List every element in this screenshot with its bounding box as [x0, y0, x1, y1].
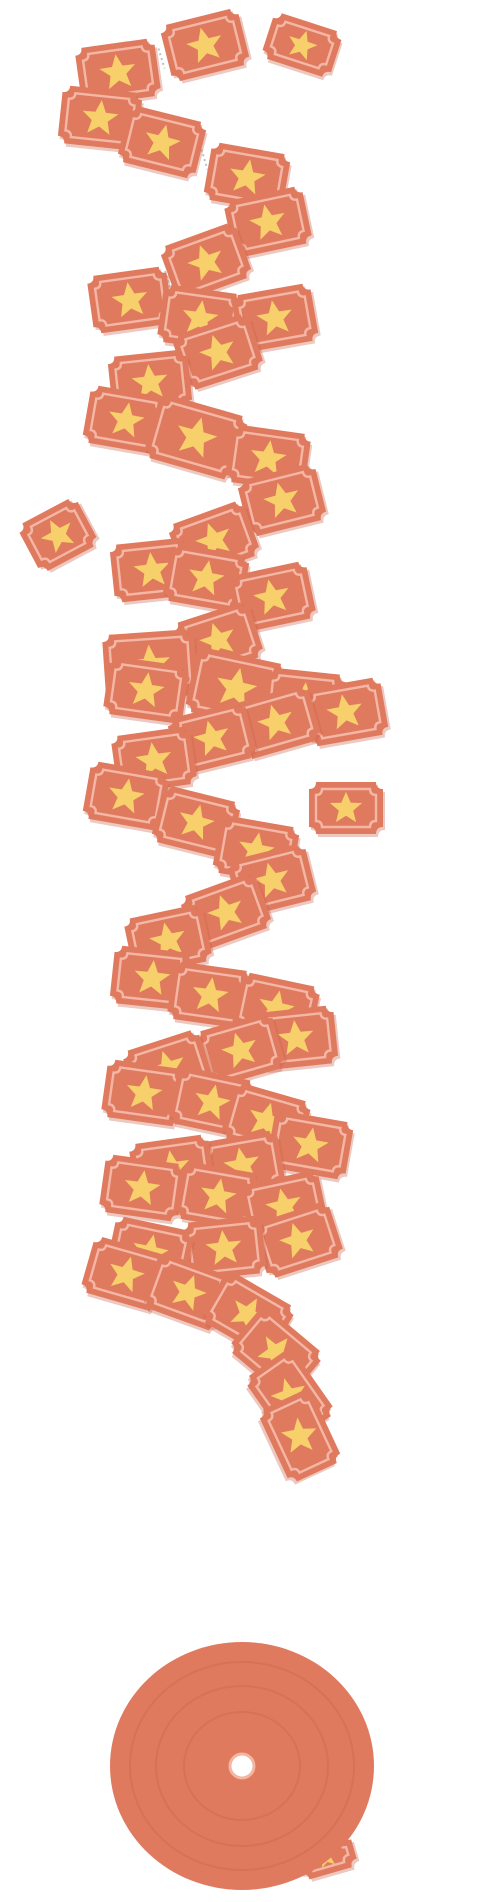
ticket-strip: [57, 8, 391, 1485]
loose-ticket: [19, 498, 100, 573]
ticket: [174, 1161, 263, 1234]
ticket: [237, 463, 329, 539]
ticket: [82, 761, 171, 834]
loose-ticket: [309, 782, 385, 837]
roll-center-hole: [228, 1752, 256, 1780]
ticket: [195, 1013, 288, 1090]
perforation-line: [200, 149, 209, 170]
perforation-line: [164, 270, 172, 292]
ticket: [144, 394, 249, 483]
ticket: [101, 1059, 189, 1130]
perforation-line: [157, 48, 166, 69]
ticket: [181, 1215, 269, 1284]
ticket: [253, 1202, 346, 1281]
ticket: [167, 961, 255, 1032]
ticket: [266, 1110, 355, 1183]
loose-ticket: [262, 13, 343, 81]
ticket: [257, 1390, 341, 1485]
ticket: [160, 8, 252, 84]
ticket: [224, 186, 315, 260]
ticket: [103, 656, 191, 727]
ticket-roll: [110, 1642, 374, 1890]
ticket: [173, 314, 266, 393]
ticket: [301, 677, 391, 749]
ticket: [231, 685, 324, 762]
ticket: [162, 543, 251, 616]
ticket: [117, 105, 208, 182]
ticket: [160, 223, 255, 303]
ticket: [99, 1154, 187, 1225]
